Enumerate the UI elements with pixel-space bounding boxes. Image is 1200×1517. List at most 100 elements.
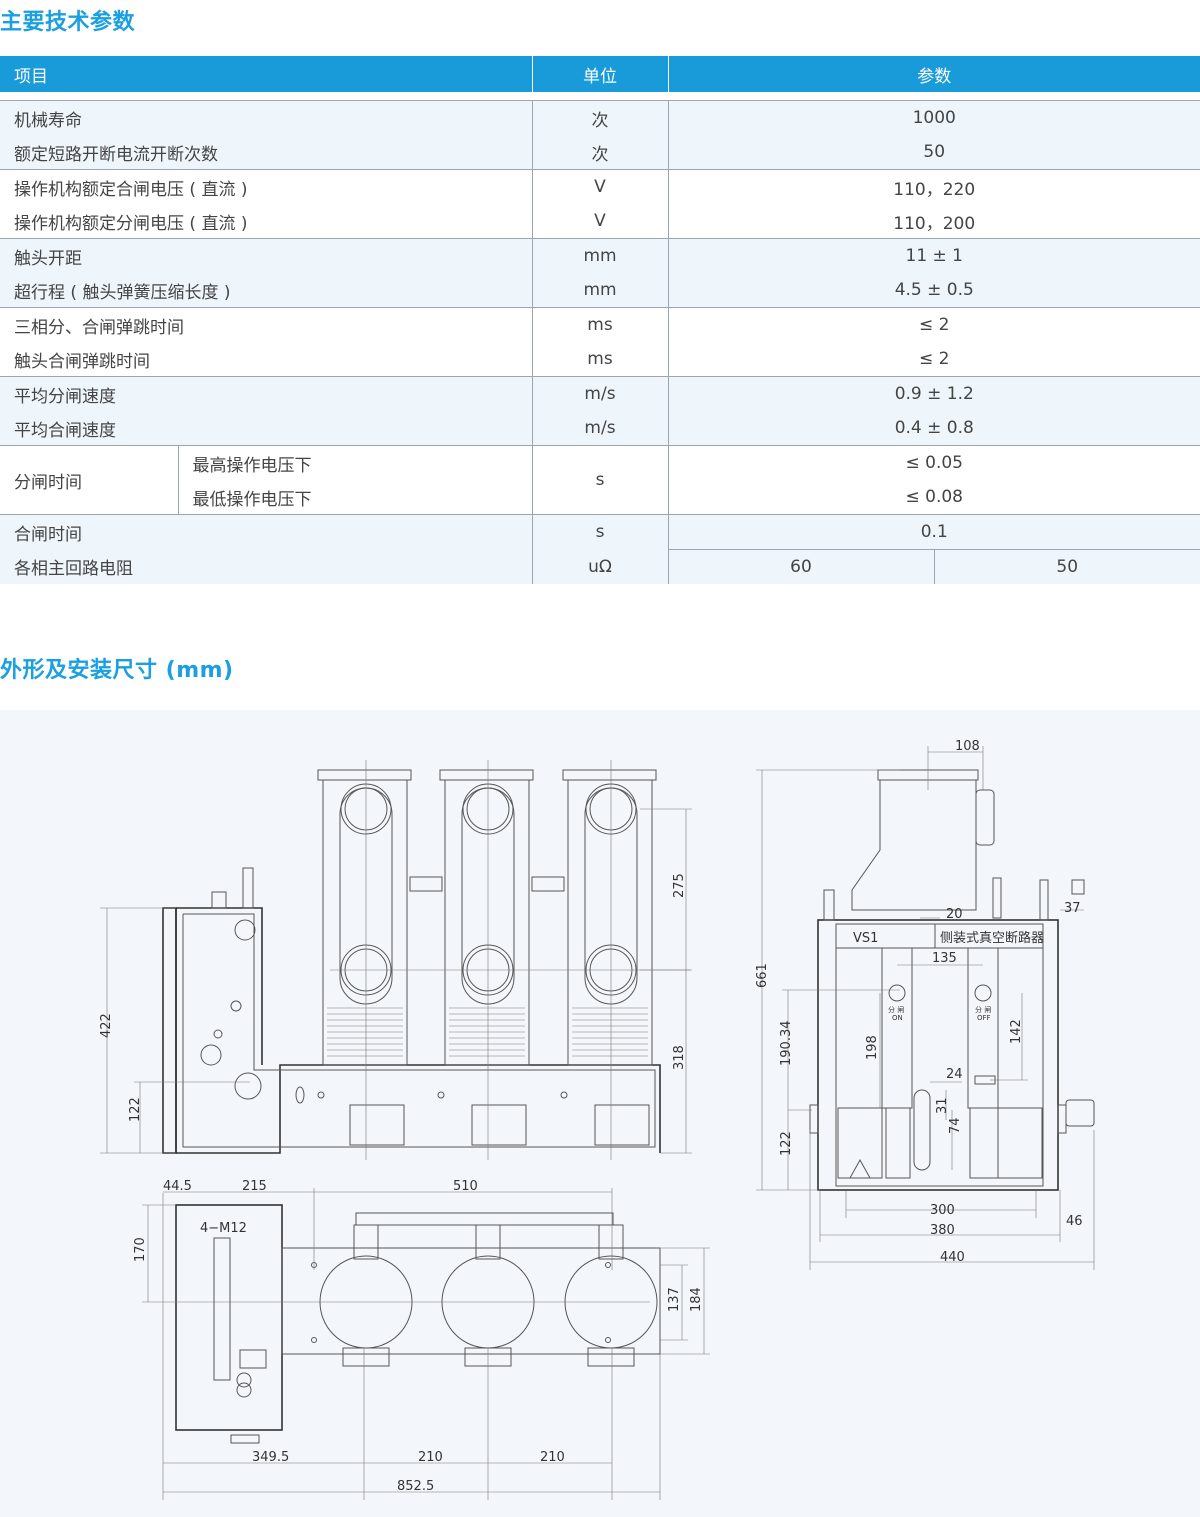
row-unit: ms [532,342,669,377]
row-value: ≤ 2 [668,342,1200,377]
pole-circle-3 [564,1224,658,1367]
label-vs1: VS1 [853,931,878,946]
row-item: 各相主回路电阻 [0,549,533,584]
table-row: 平均合闸速度 m/s 0.4 ± 0.8 [0,411,1200,446]
row-value: 110，200 [668,204,1200,239]
table-row: 平均分闸速度 m/s 0.9 ± 1.2 [0,376,1200,411]
split-value-low: ≤ 0.08 [668,480,1200,515]
table-row: 最低操作电压下 ≤ 0.08 [0,480,1200,515]
row-unit: uΩ [532,549,669,584]
dim-215: 215 [242,1179,267,1194]
row-value: 50 [668,135,1200,170]
row-value-b: 50 [934,549,1200,584]
pole-1 [317,769,412,1066]
dim-210-b: 210 [540,1450,565,1465]
dim-170: 170 [133,1237,148,1262]
table-header-row: 项目 单位 参数 [0,56,1200,92]
table-row: 额定短路开断电流开断次数 次 50 [0,135,1200,170]
pole-circle-1 [319,1224,413,1367]
dim-198: 198 [865,1035,880,1060]
label-on-en: ON [892,1014,903,1022]
dim-190-34: 190.34 [779,1021,794,1067]
table-row: 触头合闸弹跳时间 ms ≤ 2 [0,342,1200,377]
dim-380: 380 [930,1223,955,1238]
side-view: VS1 侧装式真空断路器 分 闸 ON 分 闸 OFF [755,739,1095,1270]
row-item: 平均合闸速度 [0,411,533,446]
table-row: 操作机构额定合闸电压 ( 直流 ) V 110，220 [0,169,1200,204]
row-unit: mm [532,238,669,273]
split-sub-high: 最高操作电压下 [178,445,533,480]
label-on-cn: 分 闸 [888,1005,904,1014]
dim-440: 440 [940,1250,965,1265]
row-value: 0.4 ± 0.8 [668,411,1200,446]
section-title-dimensions: 外形及安装尺寸 (mm) [0,658,234,683]
row-value: 1000 [668,100,1200,135]
row-unit: 次 [532,135,669,170]
dim-275: 275 [672,873,687,898]
dim-852-5: 852.5 [397,1479,434,1494]
label-off-en: OFF [977,1014,991,1022]
dim-510: 510 [453,1179,478,1194]
row-value: 11 ± 1 [668,238,1200,273]
row-value: 4.5 ± 0.5 [668,273,1200,308]
row-value: 110，220 [668,169,1200,204]
pole-3 [562,769,657,1066]
dimension-drawing-svg: 422 122 275 318 44.5 215 510 4− [99,739,1095,1500]
dim-661: 661 [755,963,770,988]
split-item: 分闸时间 [0,445,179,515]
header-value: 参数 [668,56,1200,92]
row-item: 额定短路开断电流开断次数 [0,135,533,170]
row-item: 机械寿命 [0,100,533,135]
dim-142: 142 [1009,1019,1024,1044]
parameters-table: 项目 单位 参数 机械寿命 次 1000 额定短路开断电流开断次数 次 50 操… [0,56,1200,584]
label-name: 侧装式真空断路器 [940,930,1044,946]
dim-122-side: 122 [779,1131,794,1156]
row-value: 0.1 [668,514,1200,550]
split-value-high: ≤ 0.05 [668,445,1200,480]
dimension-drawing: 422 122 275 318 44.5 215 510 4− [0,710,1200,1517]
top-view: 44.5 215 510 4−M12 170 137 184 349.5 210… [133,1179,710,1500]
dim-74: 74 [948,1117,963,1134]
dim-210-a: 210 [418,1450,443,1465]
pole-2 [439,769,534,1066]
row-item: 超行程 ( 触头弹簧压缩长度 ) [0,273,533,308]
row-unit: m/s [532,411,669,446]
dim-4-m12: 4−M12 [200,1221,247,1236]
dim-108: 108 [955,739,980,754]
table-row: 操作机构额定分闸电压 ( 直流 ) V 110，200 [0,204,1200,239]
split-sub-low: 最低操作电压下 [178,480,533,515]
table-row: 分闸时间 最高操作电压下 s ≤ 0.05 [0,445,1200,515]
row-unit: V [532,169,669,204]
row-unit: mm [532,273,669,308]
dim-122-front: 122 [128,1097,143,1122]
row-item: 操作机构额定合闸电压 ( 直流 ) [0,169,533,204]
table-row: 各相主回路电阻 uΩ 60 50 [0,549,1200,584]
row-value: 0.9 ± 1.2 [668,376,1200,411]
front-view: 422 122 275 318 [99,760,692,1160]
row-item: 触头开距 [0,238,533,273]
table-row: 触头开距 mm 11 ± 1 [0,238,1200,273]
pole-circle-2 [441,1224,535,1367]
row-item: 触头合闸弹跳时间 [0,342,533,377]
label-off-cn: 分 闸 [975,1005,991,1014]
dim-422: 422 [99,1013,114,1038]
row-unit: ms [532,307,669,342]
row-unit: s [532,514,669,550]
dim-37: 37 [1064,901,1081,916]
dim-318: 318 [672,1045,687,1070]
dim-46: 46 [1066,1214,1083,1229]
dim-20: 20 [946,907,963,922]
row-value-a: 60 [668,549,935,584]
row-item: 平均分闸速度 [0,376,533,411]
header-unit: 单位 [532,56,669,92]
section-title-parameters: 主要技术参数 [0,10,136,35]
table-row: 超行程 ( 触头弹簧压缩长度 ) mm 4.5 ± 0.5 [0,273,1200,308]
row-unit: 次 [532,100,669,135]
row-unit: m/s [532,376,669,411]
dim-44-5: 44.5 [163,1179,192,1194]
table-row: 合闸时间 s 0.1 [0,514,1200,550]
row-item: 合闸时间 [0,514,533,550]
row-unit: V [532,204,669,239]
dim-31: 31 [935,1097,950,1114]
row-value: ≤ 2 [668,307,1200,342]
